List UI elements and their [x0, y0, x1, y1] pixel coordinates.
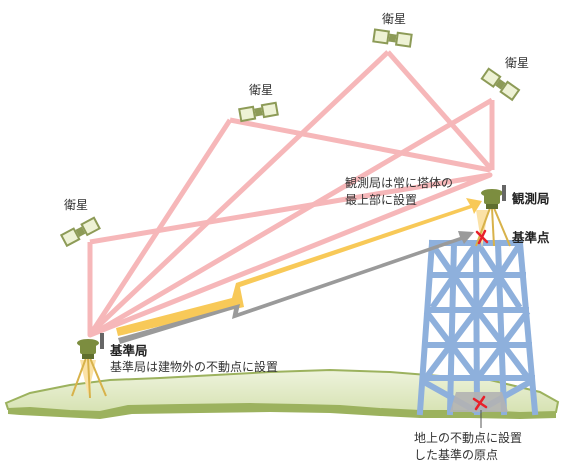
base-note: 基準局は建物外の不動点に設置 — [110, 360, 279, 374]
ground-point-label-line1: 地上の不動点に設置 — [414, 431, 523, 445]
ray-satellite-2a — [89, 118, 233, 334]
satellite-4-icon — [480, 67, 521, 102]
rover-title: 観測局 — [512, 191, 550, 206]
satellite-3-label: 衛星 — [382, 12, 407, 26]
rover-note-line2: 最上部に設置 — [345, 193, 418, 207]
tower — [416, 239, 539, 416]
ray-satellite-3b — [386, 50, 494, 172]
rover-receiver-icon — [475, 185, 511, 248]
reference-point-marker — [475, 229, 489, 245]
reference-point-label: 基準点 — [512, 230, 550, 245]
base-receiver-icon — [71, 333, 107, 399]
return-link-arrow — [118, 231, 474, 344]
satellite-rays — [87, 50, 495, 338]
satellite-4-label: 衛星 — [505, 56, 530, 70]
ray-satellite-3a — [92, 50, 390, 332]
satellite-1-icon — [59, 216, 101, 248]
link-arrows — [116, 198, 482, 344]
rover-note-line1: 観測局は常に塔体の — [345, 176, 454, 190]
base-title: 基準局 — [110, 343, 148, 358]
satellite-3-icon — [372, 28, 413, 48]
ray-satellite-1 — [87, 172, 493, 338]
ray-satellite-2b — [229, 117, 491, 173]
satellite-2-label: 衛星 — [249, 83, 274, 97]
satellite-1-label: 衛星 — [64, 198, 89, 212]
ground-point-marker — [472, 395, 488, 411]
forward-link-arrow — [116, 198, 482, 336]
satellite-2-icon — [238, 101, 279, 123]
ground-point-label-line2: した基準の原点 — [414, 448, 499, 462]
ray-satellite-4a — [94, 97, 494, 335]
